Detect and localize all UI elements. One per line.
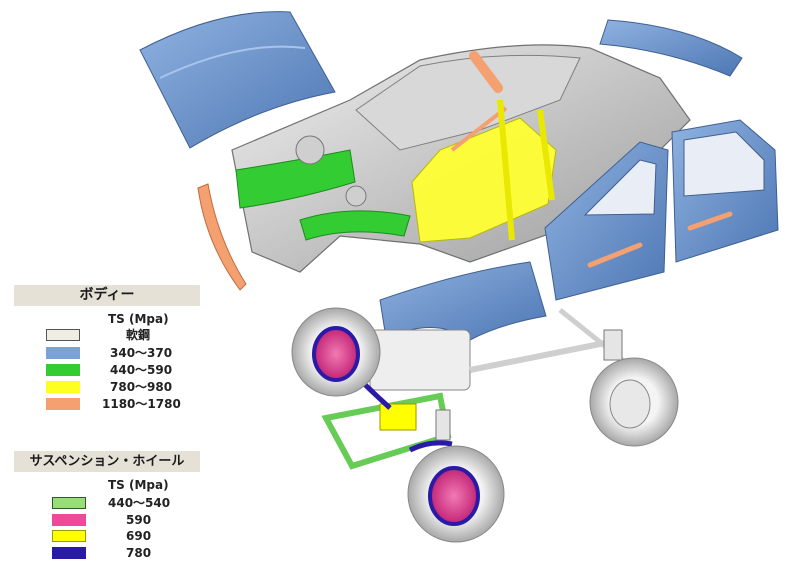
bumper-reinforcement (197, 183, 247, 291)
legend-label: 1180～1780 (102, 397, 181, 411)
legend-swatch (52, 497, 86, 509)
legend-label: 780～980 (110, 380, 173, 394)
body-legend-unit: TS (Mpa) (108, 312, 169, 326)
legend-swatch (52, 530, 86, 542)
front-fender (379, 261, 547, 341)
legend-label: 440～590 (110, 363, 173, 377)
front-door (544, 141, 669, 301)
legend-label: 340～370 (110, 346, 173, 360)
legend-label: 440～540 (108, 496, 171, 510)
legend-swatch (46, 381, 80, 393)
hood-panel (139, 11, 336, 149)
suspension-legend-unit: TS (Mpa) (108, 478, 169, 492)
suspension-legend-title: サスペンション・ホイール (14, 451, 200, 472)
legend-swatch (46, 364, 80, 376)
front-left-wheel (291, 307, 381, 397)
legend-swatch (46, 347, 80, 359)
legend-label: 690 (126, 529, 152, 543)
rear-wheel (589, 357, 679, 447)
trunk-lid (599, 19, 743, 77)
rear-door (671, 119, 779, 263)
legend-label: 軟鋼 (126, 328, 151, 342)
legend-label: 590 (126, 513, 152, 527)
front-right-wheel (407, 445, 505, 543)
body-legend-title: ボディー (14, 285, 200, 306)
legend-swatch (52, 547, 86, 559)
legend-swatch (52, 514, 86, 526)
legend-swatch (46, 329, 80, 341)
legend-label: 780 (126, 546, 152, 560)
legend-swatch (46, 398, 80, 410)
